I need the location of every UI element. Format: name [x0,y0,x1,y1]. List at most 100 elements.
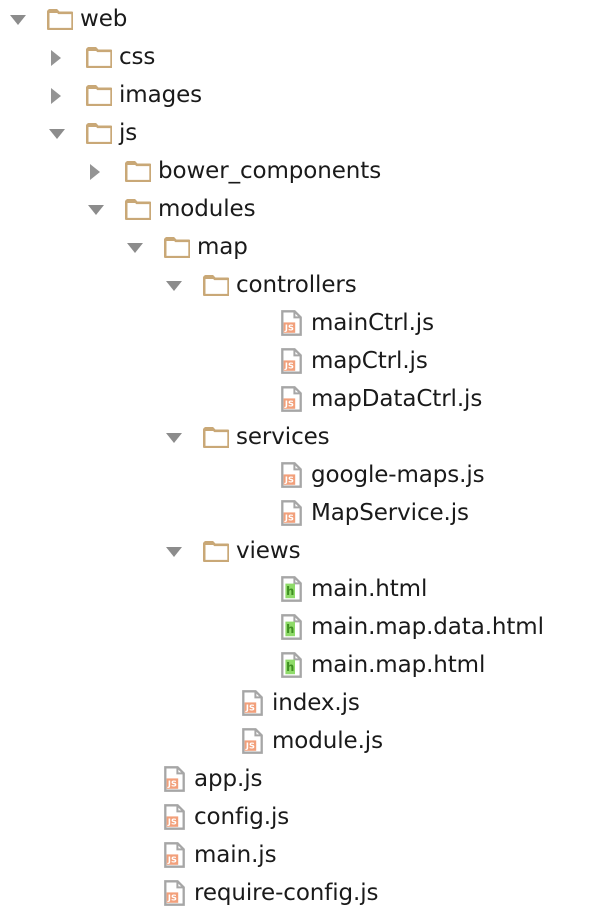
tree-folder-row[interactable]: map [0,228,248,266]
twisty-spacer [125,874,147,912]
js-file-icon: JS [164,804,185,830]
tree-folder-row[interactable]: services [0,418,330,456]
twisty-spacer [125,798,147,836]
chevron-down-icon[interactable] [164,532,186,570]
tree-folder-row[interactable]: modules [0,190,256,228]
icon-spacer [264,475,281,476]
twisty-spacer [242,380,264,418]
svg-text:h: h [286,660,294,674]
folder-icon [203,274,229,296]
folder-icon [203,540,229,562]
file-name-label: mapDataCtrl.js [311,386,483,412]
folder-icon [203,426,229,448]
icon-spacer [186,437,203,438]
folder-name-label: web [80,6,128,32]
svg-text:JS: JS [167,778,177,788]
row-icon [86,46,112,68]
icon-spacer [108,209,125,210]
tree-file-row[interactable]: JS module.js [0,722,383,760]
folder-icon [125,198,151,220]
file-name-label: main.map.data.html [311,614,544,640]
folder-name-label: services [236,424,330,450]
chevron-down-icon[interactable] [86,190,108,228]
tree-folder-row[interactable]: images [0,76,202,114]
svg-text:JS: JS [167,854,177,864]
folder-icon [47,8,73,30]
js-file-icon: JS [242,728,263,754]
icon-spacer [108,171,125,172]
row-icon [164,236,190,258]
file-name-label: mainCtrl.js [311,310,434,336]
chevron-down-icon[interactable] [164,266,186,304]
file-name-label: config.js [194,804,290,830]
folder-icon [86,46,112,68]
chevron-right-icon[interactable] [47,38,69,76]
row-icon: h [281,652,302,678]
chevron-down-icon[interactable] [47,114,69,152]
row-icon: h [281,576,302,602]
icon-spacer [225,703,242,704]
html-file-icon: h [281,614,302,640]
icon-spacer [147,779,164,780]
icon-spacer [147,247,164,248]
twisty-spacer [203,722,225,760]
icon-spacer [264,627,281,628]
icon-spacer [264,361,281,362]
js-file-icon: JS [281,500,302,526]
icon-spacer [264,323,281,324]
tree-folder-row[interactable]: web [0,0,127,38]
file-name-label: module.js [272,728,383,754]
twisty-spacer [203,684,225,722]
row-icon: JS [164,880,185,906]
row-icon [203,540,229,562]
twisty-spacer [242,646,264,684]
twisty-spacer [125,836,147,874]
chevron-down-icon[interactable] [125,228,147,266]
folder-icon [164,236,190,258]
row-icon: JS [164,842,185,868]
file-name-label: index.js [272,690,360,716]
svg-text:h: h [286,584,294,598]
folder-name-label: css [119,44,156,70]
tree-file-row[interactable]: JS main.js [0,836,277,874]
file-name-label: main.js [194,842,277,868]
chevron-down-icon[interactable] [164,418,186,456]
folder-name-label: map [197,234,248,260]
tree-folder-row[interactable]: views [0,532,301,570]
file-name-label: main.map.html [311,652,486,678]
row-icon [86,122,112,144]
folder-icon [86,84,112,106]
tree-file-row[interactable]: h main.map.data.html [0,608,544,646]
tree-folder-row[interactable]: controllers [0,266,357,304]
tree-file-row[interactable]: JS mapDataCtrl.js [0,380,482,418]
chevron-down-icon[interactable] [8,0,30,38]
tree-file-row[interactable]: JS config.js [0,798,289,836]
js-file-icon: JS [281,348,302,374]
html-file-icon: h [281,576,302,602]
folder-name-label: js [119,120,138,146]
icon-spacer [264,665,281,666]
tree-folder-row[interactable]: css [0,38,155,76]
js-file-icon: JS [164,766,185,792]
tree-folder-row[interactable]: js [0,114,137,152]
row-icon [203,426,229,448]
row-icon: JS [281,386,302,412]
tree-folder-row[interactable]: bower_components [0,152,381,190]
icon-spacer [30,19,47,20]
row-icon: JS [281,500,302,526]
row-icon: JS [164,804,185,830]
tree-file-row[interactable]: h main.map.html [0,646,485,684]
tree-file-row[interactable]: JS app.js [0,760,262,798]
icon-spacer [186,285,203,286]
chevron-right-icon[interactable] [47,76,69,114]
file-name-label: app.js [194,766,263,792]
chevron-right-icon[interactable] [86,152,108,190]
